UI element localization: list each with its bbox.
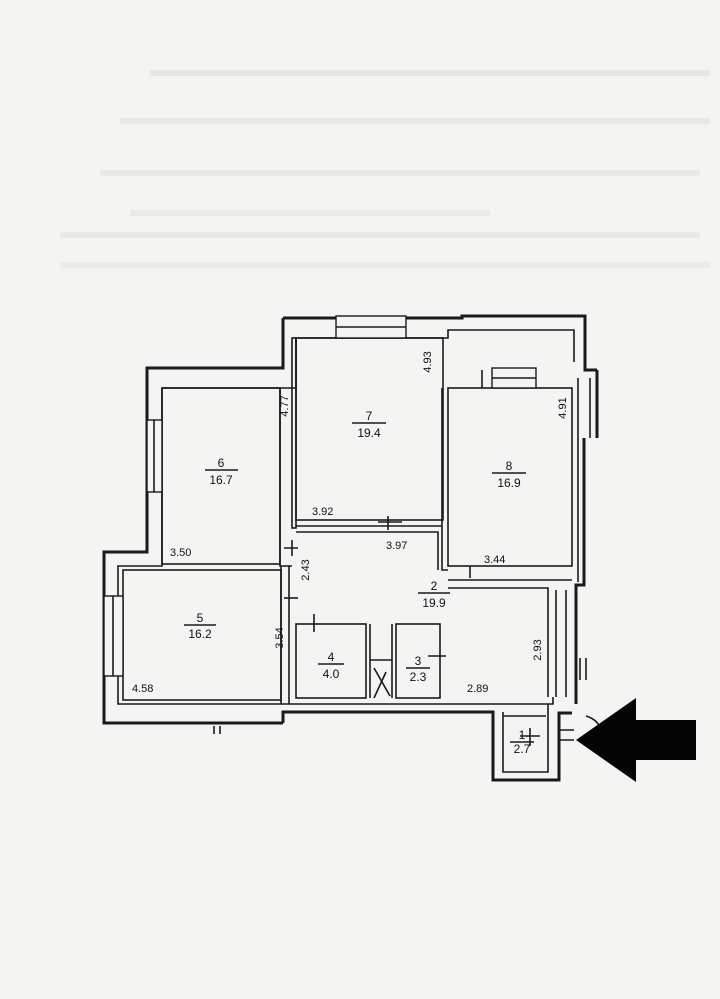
inner-walls — [122, 337, 573, 717]
room-7-area: 19.4 — [357, 426, 381, 440]
room-2-number: 2 — [431, 579, 438, 593]
room-7-number: 7 — [366, 409, 373, 423]
dimension-3-97: 3.97 — [386, 540, 407, 552]
room-1-area: 2.7 — [514, 742, 531, 756]
room-8-area: 16.9 — [497, 476, 521, 490]
wall-ticks — [213, 726, 221, 734]
dimension-4-77: 4.77 — [279, 395, 291, 416]
room-3-number: 3 — [415, 654, 422, 668]
bleed-through-text — [60, 70, 710, 268]
dimension-3-92: 3.92 — [312, 506, 333, 518]
dimension-4-93: 4.93 — [422, 351, 434, 372]
room-5-area: 16.2 — [188, 627, 212, 641]
room-3-area: 2.3 — [410, 670, 427, 684]
arrow-left-icon — [576, 698, 696, 782]
room-4-area: 4.0 — [323, 667, 340, 681]
dimension-2-93: 2.93 — [532, 639, 544, 660]
room-5-number: 5 — [197, 611, 204, 625]
room-6-area: 16.7 — [209, 473, 233, 487]
dimension-2-43: 2.43 — [300, 559, 312, 580]
room-6-number: 6 — [218, 456, 225, 470]
windows — [103, 315, 591, 677]
dimension-labels: 4.77 4.93 4.91 3.92 3.97 3.50 3.44 2.43 … — [132, 351, 569, 695]
room-8-number: 8 — [506, 459, 513, 473]
room-4-number: 4 — [328, 650, 335, 664]
dimension-2-89: 2.89 — [467, 683, 488, 695]
room-labels: 6 16.7 7 19.4 8 16.9 5 16.2 2 19.9 4 4.0… — [184, 409, 534, 756]
room-2-area: 19.9 — [422, 596, 446, 610]
room-1-number: 1 — [519, 728, 526, 742]
dimension-4-58: 4.58 — [132, 683, 153, 695]
dimension-3-50: 3.50 — [170, 547, 191, 559]
dimension-3-44: 3.44 — [484, 554, 505, 566]
dimension-3-54: 3.54 — [274, 627, 286, 648]
dimension-4-91: 4.91 — [557, 397, 569, 418]
